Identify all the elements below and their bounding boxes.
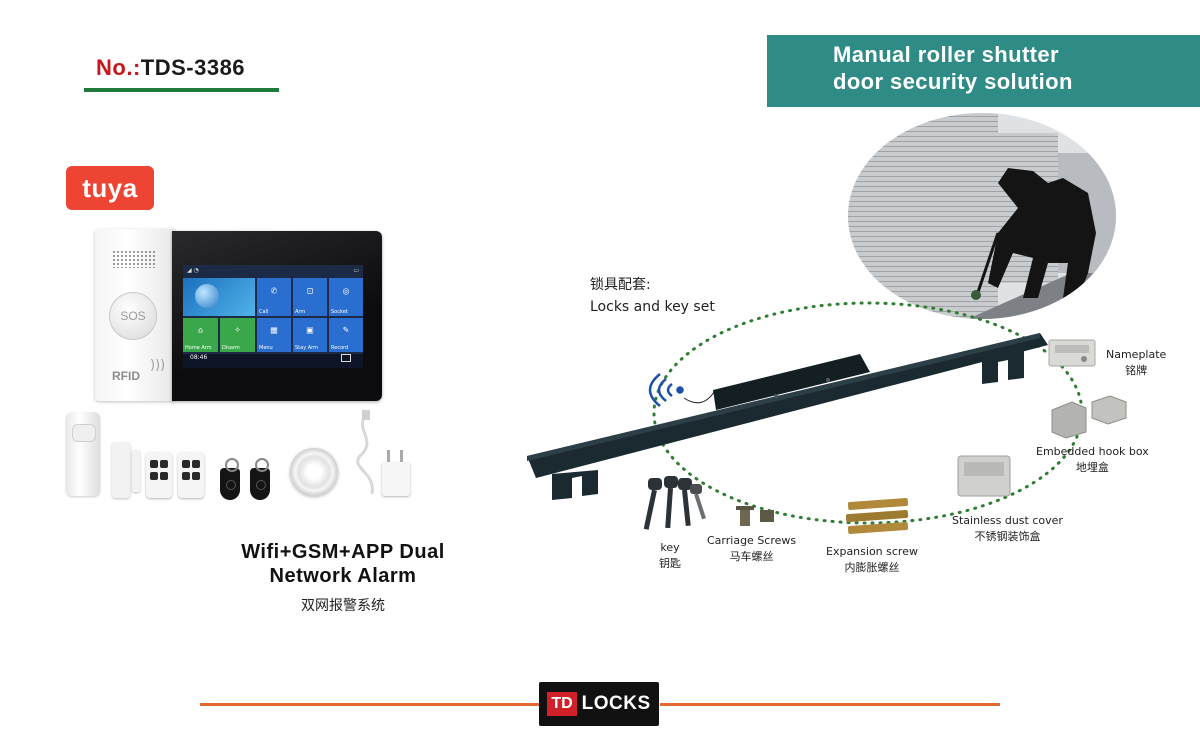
lock-icon: ⊡ xyxy=(306,286,314,296)
nameplate-image xyxy=(1048,339,1096,367)
title-line-2: door security solution xyxy=(833,69,1073,94)
part-label-key: key 钥匙 xyxy=(659,541,681,570)
footer-line-left xyxy=(200,703,540,706)
tile-stay-arm: ▣Stay Arm xyxy=(293,318,327,352)
rfid-tag xyxy=(250,458,270,500)
part-label-nameplate: Nameplate 铭牌 xyxy=(1106,348,1167,377)
phone-icon: ✆ xyxy=(270,286,278,296)
tile-record: ✎Record xyxy=(329,318,363,352)
expansion-screws-image xyxy=(845,498,909,534)
speaker-grille xyxy=(112,250,156,268)
sos-label: SOS xyxy=(120,309,146,323)
screen-status-bar: ◢ ◔ ▭ xyxy=(183,266,363,278)
part-label-carriage-screws: Carriage Screws 马车螺丝 xyxy=(707,534,797,563)
footer-line-right xyxy=(660,703,1000,706)
product-title-cn: 双网报警系统 xyxy=(301,598,385,614)
model-prefix: No.: xyxy=(96,55,141,80)
antenna-wire xyxy=(683,391,715,404)
record-icon: ✎ xyxy=(342,325,350,335)
stay-icon: ▣ xyxy=(306,325,314,335)
menu-icon: ▦ xyxy=(270,325,278,335)
power-adapter xyxy=(382,462,410,496)
screen-time: 08:46 xyxy=(190,354,208,361)
door-sensor xyxy=(112,442,130,498)
siren xyxy=(290,448,338,496)
model-underline xyxy=(84,88,279,92)
title-banner: Manual roller shutter door security solu… xyxy=(767,35,1200,107)
keys-image xyxy=(643,476,706,530)
logo-locks: LOCKS xyxy=(581,693,651,714)
screen-globe-panel xyxy=(183,278,255,316)
remote-control xyxy=(146,452,172,498)
tile-menu: ▦Menu xyxy=(257,318,291,352)
tile-disarm: ✧Disarm xyxy=(220,318,255,352)
locks-kit-heading-en: Locks and key set xyxy=(590,299,715,315)
model-code: TDS-3386 xyxy=(140,55,246,80)
screen-window-icon xyxy=(341,354,351,362)
tile-call: ✆Call xyxy=(257,278,291,316)
tuya-logo: tuya xyxy=(66,166,154,210)
alarm-touchscreen: ✆Call ⊡Arm ◎Socket ⌂Home Arm ✧Disarm ▦Me… xyxy=(183,265,363,368)
thief-scene xyxy=(848,113,1116,319)
home-icon: ⌂ xyxy=(197,325,204,335)
unlock-icon: ✧ xyxy=(234,325,241,335)
locks-kit-heading: 锁具配套: Locks and key set xyxy=(590,274,715,318)
door-sensor-magnet xyxy=(132,450,140,492)
adapter-prong xyxy=(400,450,403,462)
locks-kit-heading-cn: 锁具配套: xyxy=(590,277,651,293)
part-label-dust-cover: Stainless dust cover 不锈钢装饰盒 xyxy=(952,514,1063,543)
hook-box-image xyxy=(1051,395,1127,439)
product-title-line-2: Network Alarm xyxy=(269,565,417,587)
shutter-lock-bar xyxy=(527,333,1048,500)
adapter-prong xyxy=(387,450,390,462)
title-line-1: Manual roller shutter xyxy=(833,42,1059,67)
pir-motion-sensor xyxy=(66,412,100,496)
tile-arm: ⊡Arm xyxy=(293,278,327,316)
dust-cover-image xyxy=(957,455,1011,497)
tile-socket: ◎Socket xyxy=(329,278,363,316)
usb-cable xyxy=(356,410,374,495)
product-title-line-1: Wifi+GSM+APP Dual xyxy=(241,541,445,563)
logo-td: TD xyxy=(547,692,577,716)
battery-icon: ▭ xyxy=(353,267,359,274)
tuya-logo-text: tuya xyxy=(82,172,138,203)
rfid-tag xyxy=(220,458,240,500)
signal-icon: ◢ ◔ xyxy=(187,267,199,274)
rfid-label: RFID xyxy=(112,369,140,383)
rfid-wave-icon: ))) xyxy=(150,358,166,373)
socket-icon: ◎ xyxy=(342,286,350,296)
product-title: Wifi+GSM+APP Dual Network Alarm xyxy=(200,540,486,588)
carriage-screws-image xyxy=(736,506,774,526)
sos-button: SOS xyxy=(109,292,157,340)
screen-taskbar xyxy=(183,354,363,368)
remote-control xyxy=(178,452,204,498)
tile-home-arm: ⌂Home Arm xyxy=(183,318,218,352)
part-label-hook-box: Embedded hook box 地埋盒 xyxy=(1036,445,1149,474)
wifi-icon xyxy=(648,373,684,407)
part-label-expansion-screw: Expansion screw 内膨胀螺丝 xyxy=(826,545,918,574)
model-number: No.:TDS-3386 xyxy=(96,55,245,81)
td-locks-logo: TD LOCKS xyxy=(539,682,659,726)
globe-icon xyxy=(195,284,219,308)
thief-photo xyxy=(848,113,1116,319)
